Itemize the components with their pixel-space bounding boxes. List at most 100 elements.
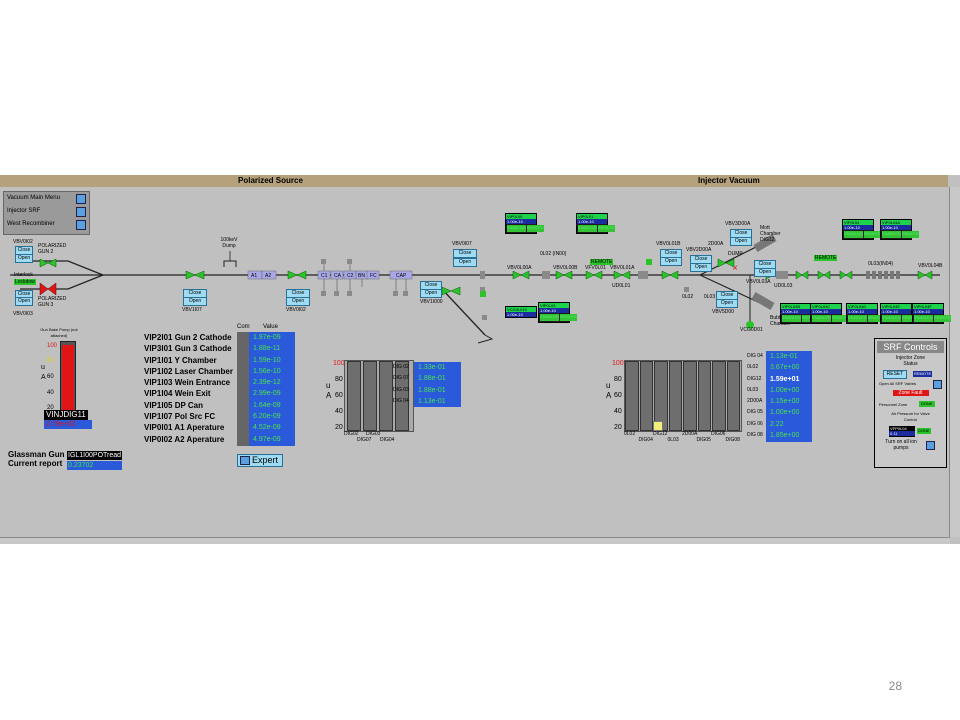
dig1-readout-value: 1.13e-01 — [418, 397, 446, 405]
srf-turn-on-button[interactable] — [926, 441, 935, 450]
interlock-label: Interlock — [14, 272, 33, 278]
window-icon[interactable] — [76, 207, 86, 217]
vbv1i07-label: VBV1I07 — [182, 307, 202, 313]
dig1-readout-name: DIG 03 — [393, 386, 409, 393]
dig1-readout-value: 1.88e-01 — [418, 375, 446, 383]
nav-item-vacuum-main[interactable]: Vacuum Main Menu — [4, 192, 89, 205]
dig2-readout-value: 1.00e+00 — [770, 386, 800, 394]
nav-item-west-recombiner[interactable]: West Recombiner — [4, 218, 89, 231]
ion-pump-remote: REMOTE — [831, 315, 849, 322]
dig2-readout-value: 1.59e+01 — [770, 375, 800, 383]
dig2-readout-value: 3.67e+00 — [770, 364, 800, 372]
pressure-row-name: VIP3I01 Gun 3 Cathode — [144, 344, 232, 354]
dig2-readout-name: DIG12 — [747, 375, 762, 382]
ion-pump-enabled: ENABLED — [882, 315, 901, 322]
horizontal-scrollbar[interactable] — [0, 537, 950, 544]
pressure-row-value: 1.88e-11 — [253, 345, 281, 353]
dig1-unit-a: A — [326, 391, 332, 400]
dig1-bar — [347, 361, 361, 431]
gun-bake-title: Gun Bake Pump (not attached) — [40, 327, 78, 338]
srf-zone-fault: Zone Fault — [892, 390, 929, 396]
ion-pump-name: VIP0L04A — [881, 220, 911, 225]
ion-pump-remote: REMOTE — [867, 315, 885, 322]
zero-l03-label: 0L03 — [704, 294, 716, 300]
vbv0i02-open-button[interactable]: Open — [286, 297, 310, 306]
vbv5d00-open-button[interactable]: Open — [716, 299, 738, 308]
pressure-row-value: 1.59e-10 — [253, 356, 281, 364]
dig2-tick-20: 20 — [614, 424, 622, 431]
dig2-highlight-bar — [652, 420, 664, 431]
gun2-open-button[interactable]: Open — [15, 254, 33, 263]
expert-button[interactable]: Expert — [237, 454, 283, 467]
interlock-status: Lockdow — [14, 279, 36, 285]
dig2-bar — [668, 361, 682, 431]
nav-menu: Vacuum Main Menu Injector SRF West Recom… — [3, 191, 90, 235]
srf-open-all-button[interactable] — [933, 380, 942, 389]
dig2-tick-60: 60 — [614, 392, 622, 399]
vbv0i07-open-button[interactable]: Open — [453, 258, 477, 267]
dig2-cat-label: 2D00A — [682, 431, 698, 437]
gun-bake-fill — [62, 344, 74, 411]
dig1-cat-1: DIG03 — [366, 431, 381, 437]
ion-pump-remote: REMOTE — [933, 315, 951, 322]
pressure-row-name: VIP2I01 Gun 2 Cathode — [144, 333, 232, 342]
window-icon[interactable] — [76, 220, 86, 230]
gun3-valve-label: VBV0I03 — [13, 311, 33, 317]
ion-pump-remote: REMOTE — [901, 315, 919, 322]
dig1-readout-value: 1.33e-01 — [418, 364, 446, 371]
vertical-scrollbar[interactable] — [949, 187, 960, 537]
dig1-tick-80: 80 — [335, 376, 343, 383]
gun3-open-button[interactable]: Open — [15, 297, 33, 306]
ud0l03-label: UD0L03 — [774, 283, 793, 289]
vbv5d00-label: VBV5D00 — [712, 309, 734, 315]
vbv0l01b-open-button[interactable]: Open — [660, 257, 682, 266]
mott-chamber-label: Mott Chamber DIG12 — [760, 225, 781, 243]
srf-reset-button[interactable]: RESET — [883, 370, 907, 379]
dig2-readout-name: 0L03 — [747, 386, 759, 393]
window-icon[interactable] — [76, 194, 86, 204]
dig1-bar — [379, 361, 393, 431]
ion-pump-enabled: ENABLED — [540, 314, 559, 321]
vbv3d00a-open-button[interactable]: Open — [730, 237, 752, 246]
dig2-readout-name: 2D00A — [747, 398, 763, 405]
ion-pump-name: VIP0L04F — [913, 304, 943, 309]
vbv1i07-open-button[interactable]: Open — [183, 297, 207, 306]
ion-pump-remote: REMOTE — [863, 231, 881, 238]
vbv0l03a-open-button[interactable]: Open — [754, 268, 776, 277]
nav-item-injector-srf[interactable]: Injector SRF — [4, 205, 89, 218]
ion-pump-value: 1.00e-10 — [539, 308, 569, 313]
dig1-bar — [363, 361, 377, 431]
vbv2d00a-label: VBV2D00A — [686, 247, 712, 253]
vbv2d00a-open-button[interactable]: Open — [690, 263, 712, 272]
ion-pump-name: VIP0L04D — [847, 304, 877, 309]
dig-graph-2 — [624, 360, 742, 432]
gun-bake-value: 2.78e+02 — [44, 420, 92, 429]
vbv0i07-close-button[interactable]: Close — [453, 249, 477, 258]
dig2-cat-label: DIG06 — [711, 431, 726, 437]
control-window: Polarized Source Injector Vacuum Vacuum … — [0, 175, 960, 544]
dump-label-2: DUMP — [728, 251, 743, 257]
ion-pump-value: 1.00e-10 — [881, 225, 911, 230]
pressure-row-name: VIP0I02 A2 Aperature — [144, 434, 225, 444]
dig2-bar — [712, 361, 726, 431]
pressure-row-value: 6.20e-09 — [253, 413, 281, 421]
vbv1i000-open-button[interactable]: Open — [420, 289, 442, 298]
